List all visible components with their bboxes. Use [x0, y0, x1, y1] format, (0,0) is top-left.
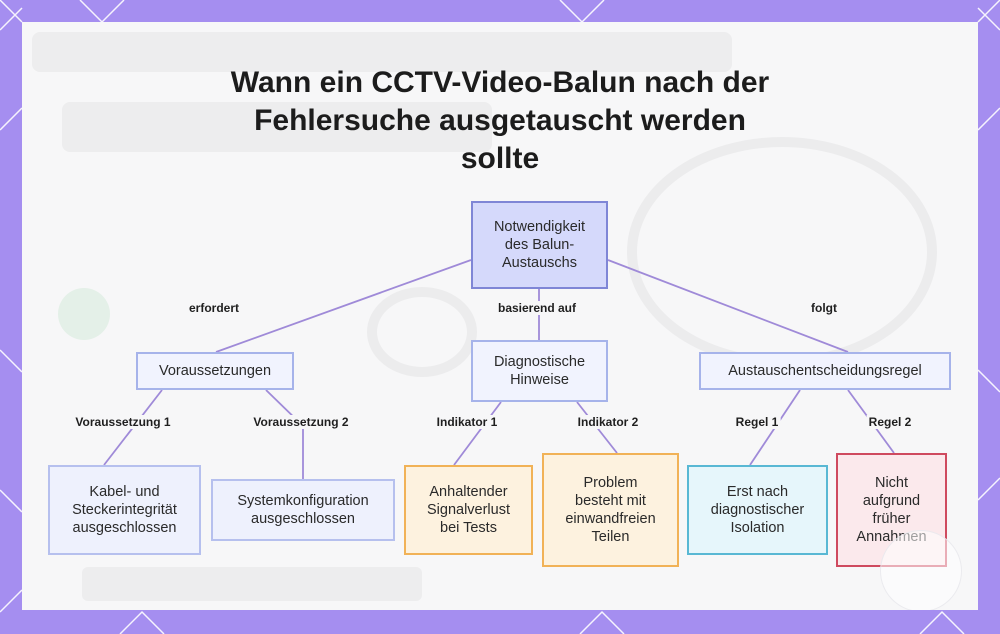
edge-label-voraussetzung-2: Voraussetzung 2	[251, 415, 351, 429]
node-notwendigkeit-balun-austausch: Notwendigkeit des Balun- Austauschs	[471, 201, 608, 289]
node-signalverlust: Anhaltender Signalverlust bei Tests	[404, 465, 533, 555]
diagram-title: Wann ein CCTV-Video-Balun nach der Fehle…	[230, 66, 770, 175]
edge-label-regel-2: Regel 2	[866, 415, 914, 429]
edge-label-basierend-auf: basierend auf	[495, 301, 579, 315]
node-erst-nach-isolation: Erst nach diagnostischer Isolation	[687, 465, 828, 555]
node-problem-besteht: Problem besteht mit einwandfreien Teilen	[542, 453, 679, 567]
node-voraussetzungen: Voraussetzungen	[136, 352, 294, 390]
node-diagnostische-hinweise: Diagnostische Hinweise	[471, 340, 608, 402]
edge-label-indikator-1: Indikator 1	[434, 415, 500, 429]
diagram-card: Wann ein CCTV-Video-Balun nach der Fehle…	[22, 22, 978, 610]
node-kabel-steckerintegritaet: Kabel- und Steckerintegrität ausgeschlos…	[48, 465, 201, 555]
blurred-background-illustration	[32, 32, 937, 601]
edge-label-indikator-2: Indikator 2	[575, 415, 641, 429]
edge-label-erfordert: erfordert	[186, 301, 242, 315]
edge-label-voraussetzung-1: Voraussetzung 1	[73, 415, 173, 429]
edge-label-folgt: folgt	[809, 301, 839, 315]
watermark-badge	[880, 530, 962, 610]
node-austauschentscheidungsregel: Austauschentscheidungsregel	[699, 352, 951, 390]
edge-label-regel-1: Regel 1	[733, 415, 781, 429]
node-systemkonfiguration: Systemkonfiguration ausgeschlossen	[211, 479, 395, 541]
